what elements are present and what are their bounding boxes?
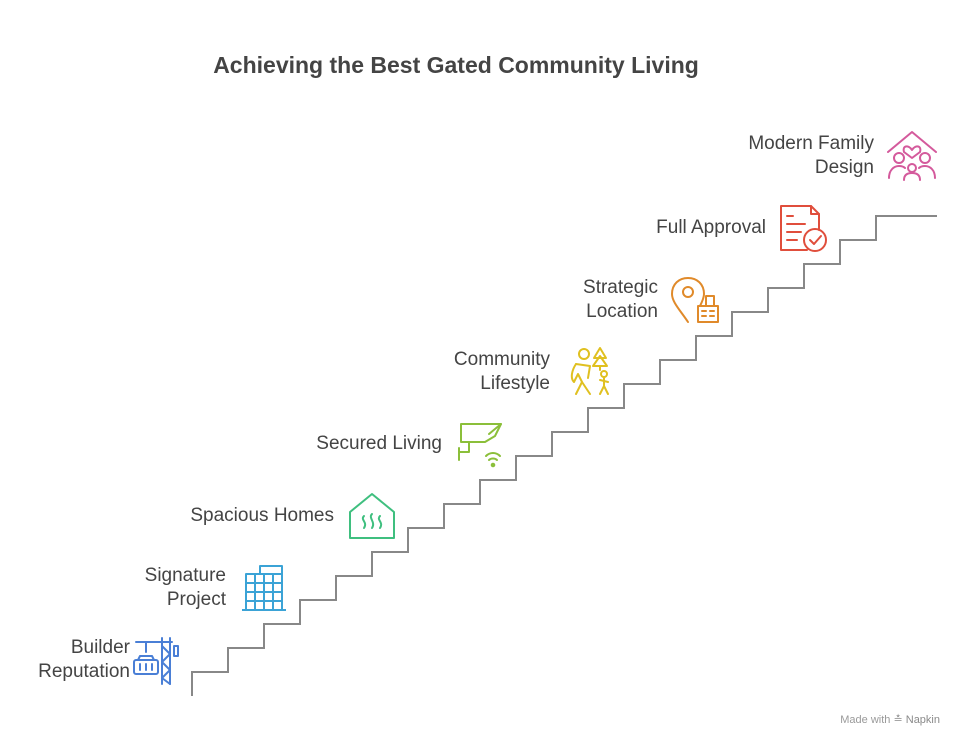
napkin-watermark: Made with ≛ Napkin: [840, 714, 940, 726]
crane-icon: [132, 634, 182, 686]
step-full-approval-label: Full Approval: [656, 217, 766, 238]
step-spacious-homes-label: Spacious Homes: [190, 505, 334, 526]
location-pin-icon: [670, 276, 722, 326]
page-title: Achieving the Best Gated Community Livin…: [213, 52, 699, 78]
security-camera-icon: [455, 420, 505, 470]
house-icon: [348, 492, 396, 540]
building-icon: [240, 564, 290, 614]
family-home-icon: [886, 130, 938, 182]
approved-document-icon: [779, 204, 829, 254]
hiking-family-icon: [564, 346, 614, 398]
napkin-logo-icon: ≛: [893, 714, 903, 726]
step-secured-living-label: Secured Living: [316, 433, 442, 454]
